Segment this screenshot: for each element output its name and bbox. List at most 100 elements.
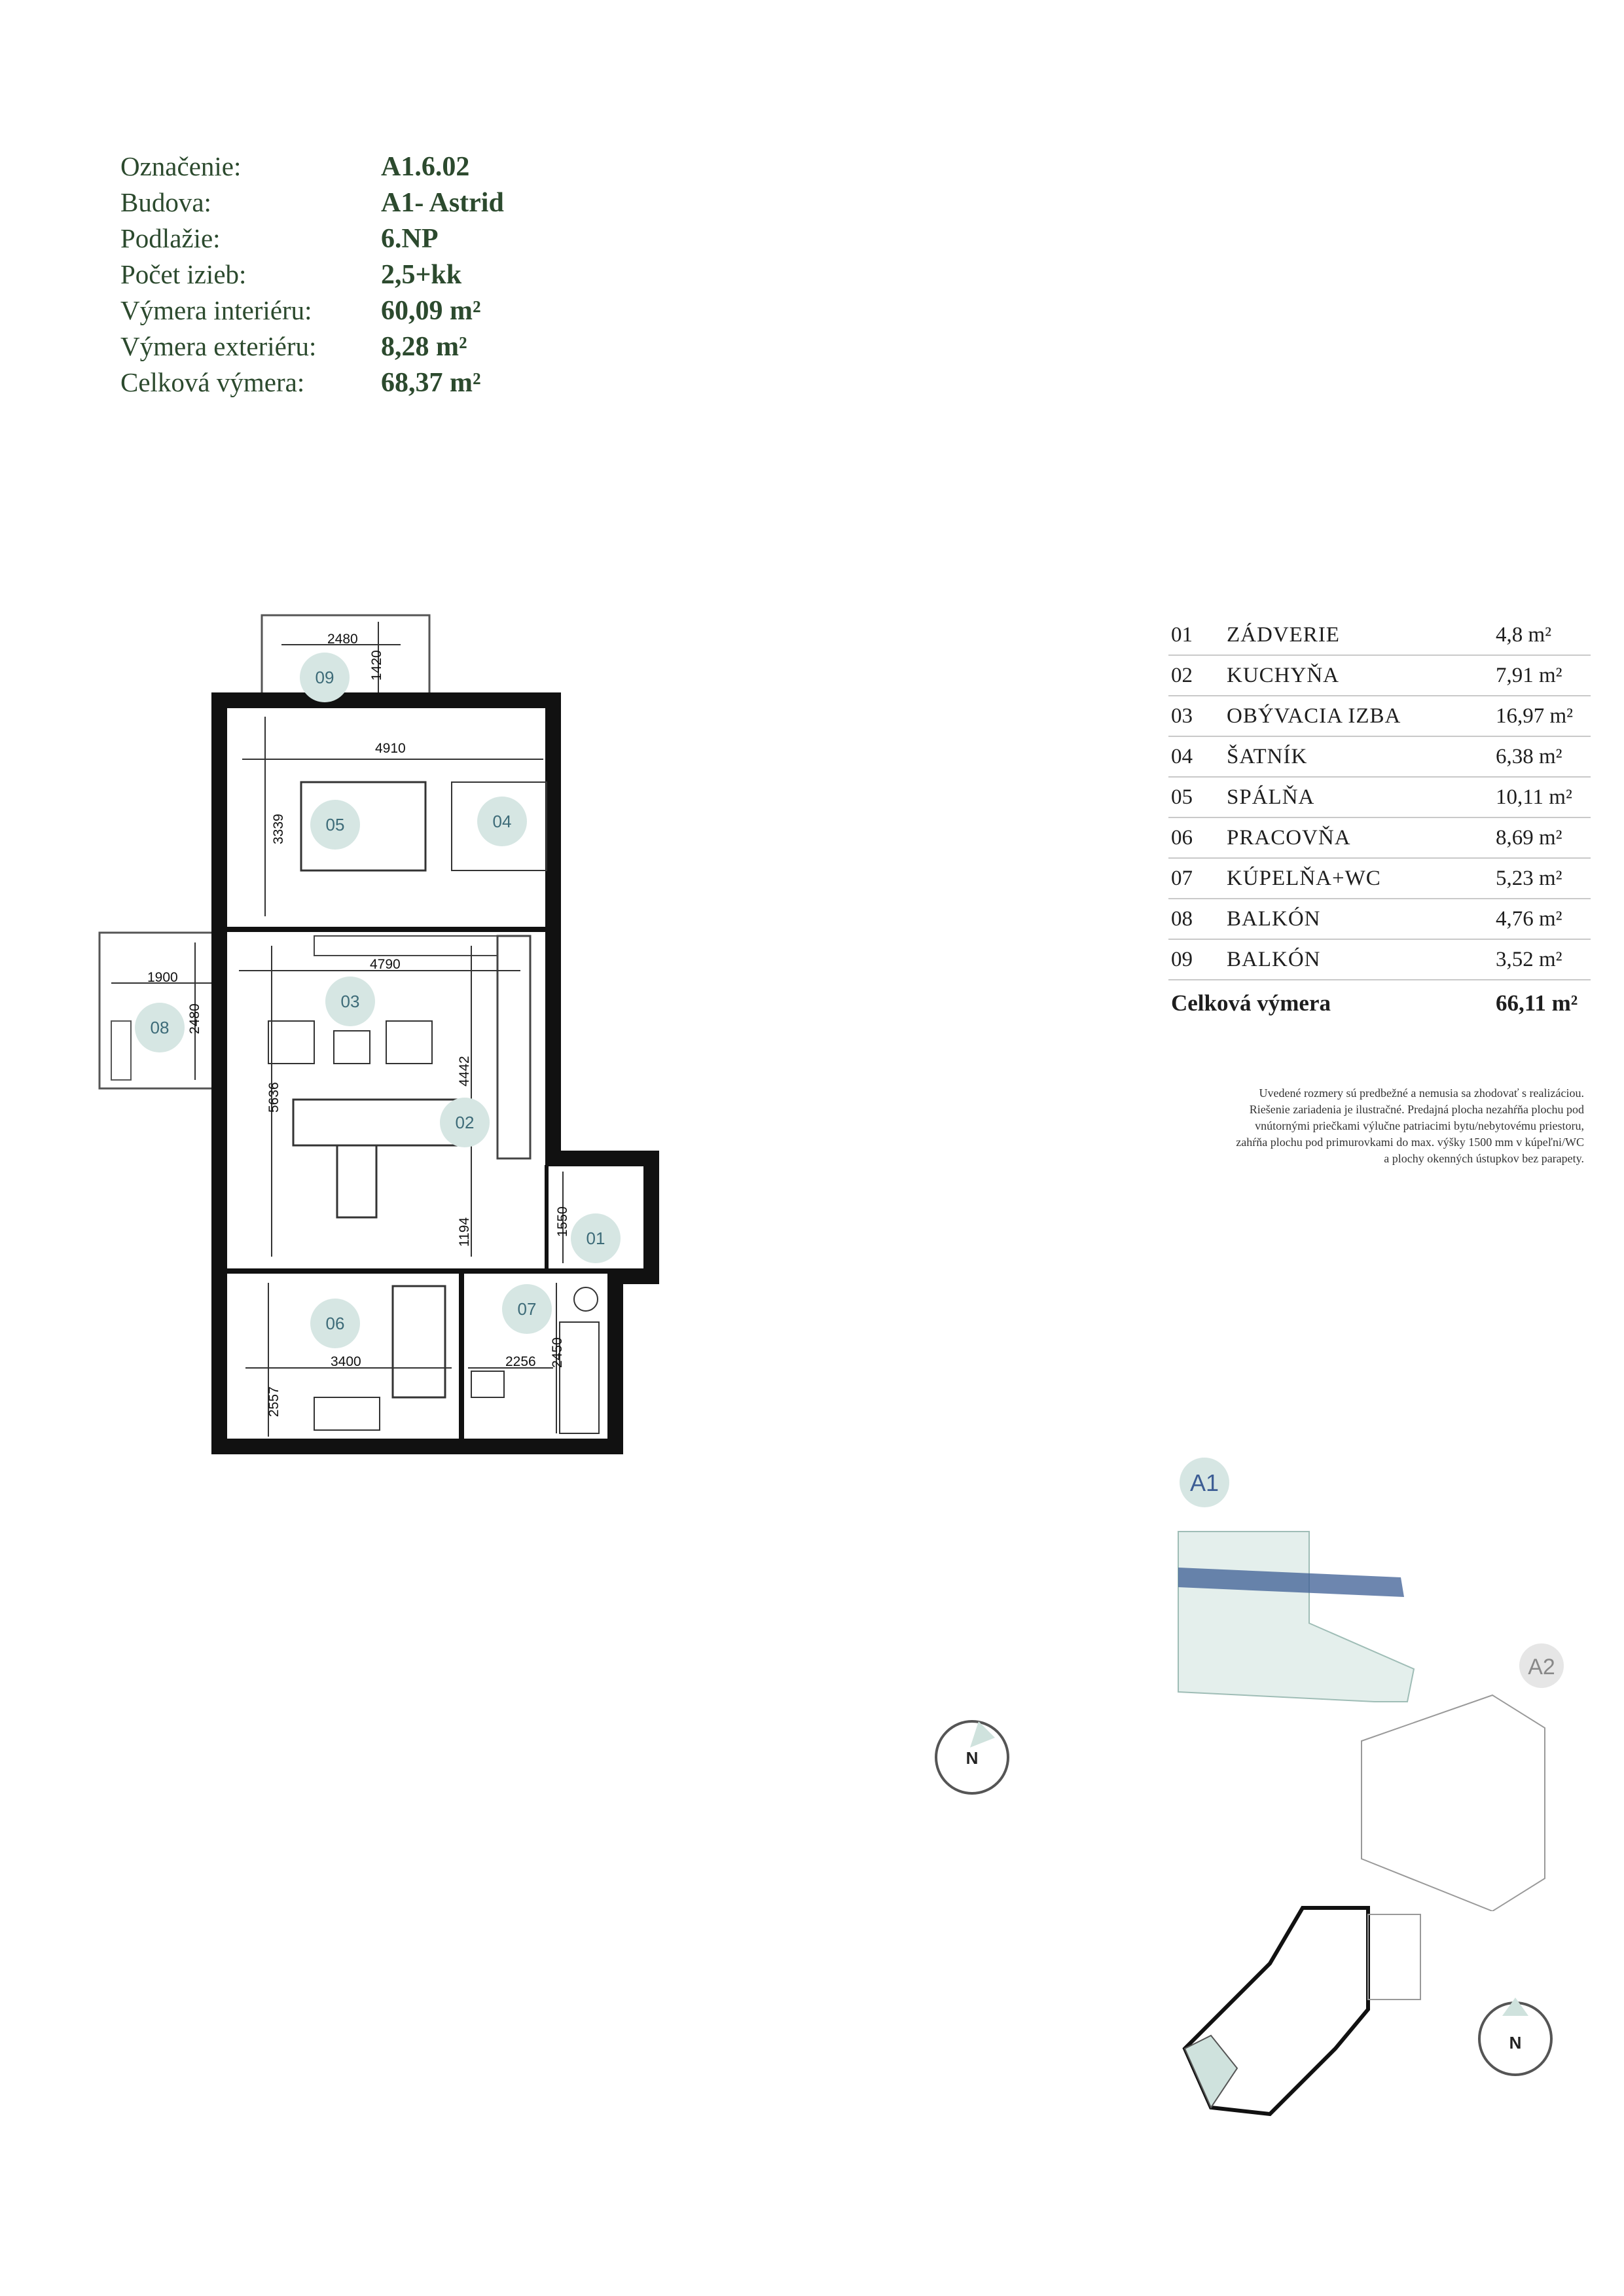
room-name: ŠATNÍK — [1227, 744, 1308, 768]
room-name: ZÁDVERIE — [1227, 622, 1340, 647]
note-line: vnútornými priečkami výlučne patriacimi … — [1255, 1119, 1584, 1132]
dining-table — [336, 1144, 378, 1219]
washing-machine — [573, 1287, 598, 1312]
outer-wall — [211, 692, 659, 1454]
room-area: 4,76 m² — [1496, 906, 1562, 931]
wardrobe — [451, 781, 547, 871]
info-value: 6.NP — [381, 224, 439, 254]
info-row: Počet izieb: 2,5+kk — [120, 259, 504, 295]
armchair — [386, 1020, 433, 1064]
room-marker — [135, 1003, 185, 1052]
total-label: Celková výmera — [1171, 990, 1331, 1016]
room-number: 05 — [1171, 785, 1193, 809]
room-number: 06 — [1171, 825, 1193, 850]
room-area: 7,91 m² — [1496, 663, 1562, 687]
room-area: 5,23 m² — [1496, 866, 1562, 890]
bed — [391, 1285, 446, 1399]
wardrobe — [314, 935, 498, 956]
dim-label: 4910 — [375, 741, 406, 756]
note-line: a plochy okenných ústupkov bez parapety. — [1384, 1152, 1584, 1165]
room-marker — [571, 1213, 621, 1263]
table-row: 03 OBÝVACIA IZBA 16,97 m² — [1168, 696, 1591, 737]
building-marker — [1519, 1643, 1564, 1688]
info-label: Budova: — [120, 187, 211, 217]
room-area: 16,97 m² — [1496, 704, 1574, 728]
room-marker — [440, 1098, 490, 1147]
room-number: 01 — [1171, 622, 1193, 647]
room-name: OBÝVACIA IZBA — [1227, 704, 1401, 728]
room-label: 06 — [326, 1314, 345, 1333]
room-marker — [325, 977, 375, 1026]
dim-label: 2480 — [327, 632, 358, 647]
info-label: Celková výmera: — [120, 367, 305, 397]
room-label: 05 — [326, 815, 345, 834]
room-number: 03 — [1171, 704, 1193, 728]
site-adjacent-area — [1367, 1914, 1421, 2000]
room-area: 6,38 m² — [1496, 744, 1562, 768]
room-number: 07 — [1171, 866, 1193, 890]
total-value: 66,11 m² — [1496, 990, 1578, 1016]
info-label: Podlažie: — [120, 223, 221, 253]
toilet — [471, 1371, 505, 1398]
total-row: Celková výmera 66,11 m² — [1168, 980, 1591, 1026]
room-name: BALKÓN — [1227, 947, 1321, 971]
dim-label: 2450 — [550, 1337, 565, 1368]
kitchen-counter — [496, 935, 532, 1160]
room-label: 03 — [341, 992, 360, 1011]
dim-label: 3400 — [331, 1354, 361, 1369]
room-label: 04 — [493, 812, 512, 831]
room-marker — [502, 1284, 552, 1334]
disclaimer-note: Uvedené rozmery sú predbežné a nemusia s… — [1165, 1085, 1584, 1167]
building-a2 — [1361, 1694, 1545, 1911]
dim-label: 4790 — [370, 957, 401, 972]
dim-label: 1900 — [147, 970, 178, 985]
info-row: Označenie:A1.6.02 — [120, 151, 504, 187]
building-a1 — [1178, 1531, 1415, 1702]
info-row: Výmera exteriéru:8,28 m² — [120, 331, 504, 367]
info-row: Výmera interiéru: 60,09 m² — [120, 295, 504, 331]
dim-label: 4442 — [457, 1056, 472, 1086]
room-name: KUCHYŇA — [1227, 663, 1339, 687]
dim-label: 1420 — [369, 650, 384, 681]
room-label: 09 — [316, 668, 334, 687]
table-row: 07 KÚPELŇA+WC 5,23 m² — [1168, 859, 1591, 899]
building-label: A2 — [1528, 1655, 1555, 1679]
room-marker — [300, 653, 350, 702]
table-row: 04 ŠATNÍK 6,38 m² — [1168, 737, 1591, 778]
room-name: KÚPELŇA+WC — [1227, 866, 1381, 890]
info-value: 2,5+kk — [381, 260, 462, 290]
room-area: 3,52 m² — [1496, 947, 1562, 971]
dim-label: 2480 — [187, 1003, 202, 1034]
info-label: Výmera interiéru: — [120, 295, 312, 325]
info-row: Podlažie: 6.NP — [120, 223, 504, 259]
room-label: 02 — [456, 1113, 475, 1132]
room-number: 09 — [1171, 947, 1193, 971]
building-label: A1 — [1190, 1469, 1219, 1496]
table-row: 09 BALKÓN 3,52 m² — [1168, 940, 1591, 980]
room-area: 10,11 m² — [1496, 785, 1572, 809]
note-line: Riešenie zariadenia je ilustračné. Preda… — [1249, 1103, 1584, 1116]
room-marker — [310, 1299, 360, 1348]
room-name: BALKÓN — [1227, 906, 1321, 931]
room-marker — [310, 800, 360, 850]
compass-label: N — [1509, 2033, 1522, 2053]
room-number: 04 — [1171, 744, 1193, 768]
info-row: Celková výmera: 68,37 m² — [120, 367, 504, 403]
info-label: Počet izieb: — [120, 259, 247, 289]
table-row: 01 ZÁDVERIE 4,8 m² — [1168, 615, 1591, 656]
dim-label: 1550 — [555, 1206, 570, 1237]
room-label: 07 — [518, 1299, 537, 1319]
compass-label: N — [966, 1748, 979, 1768]
dim-label: 3339 — [271, 814, 286, 844]
apartment-highlight — [1183, 2034, 1238, 2109]
armchair — [268, 1020, 315, 1064]
info-value: 68,37 m² — [381, 368, 481, 398]
info-value: 60,09 m² — [381, 296, 481, 326]
desk — [314, 1397, 380, 1431]
compass-icon: N — [935, 1720, 1009, 1795]
room-area: 4,8 m² — [1496, 622, 1552, 647]
building-sketches: A1 A2 — [1178, 1458, 1564, 1911]
